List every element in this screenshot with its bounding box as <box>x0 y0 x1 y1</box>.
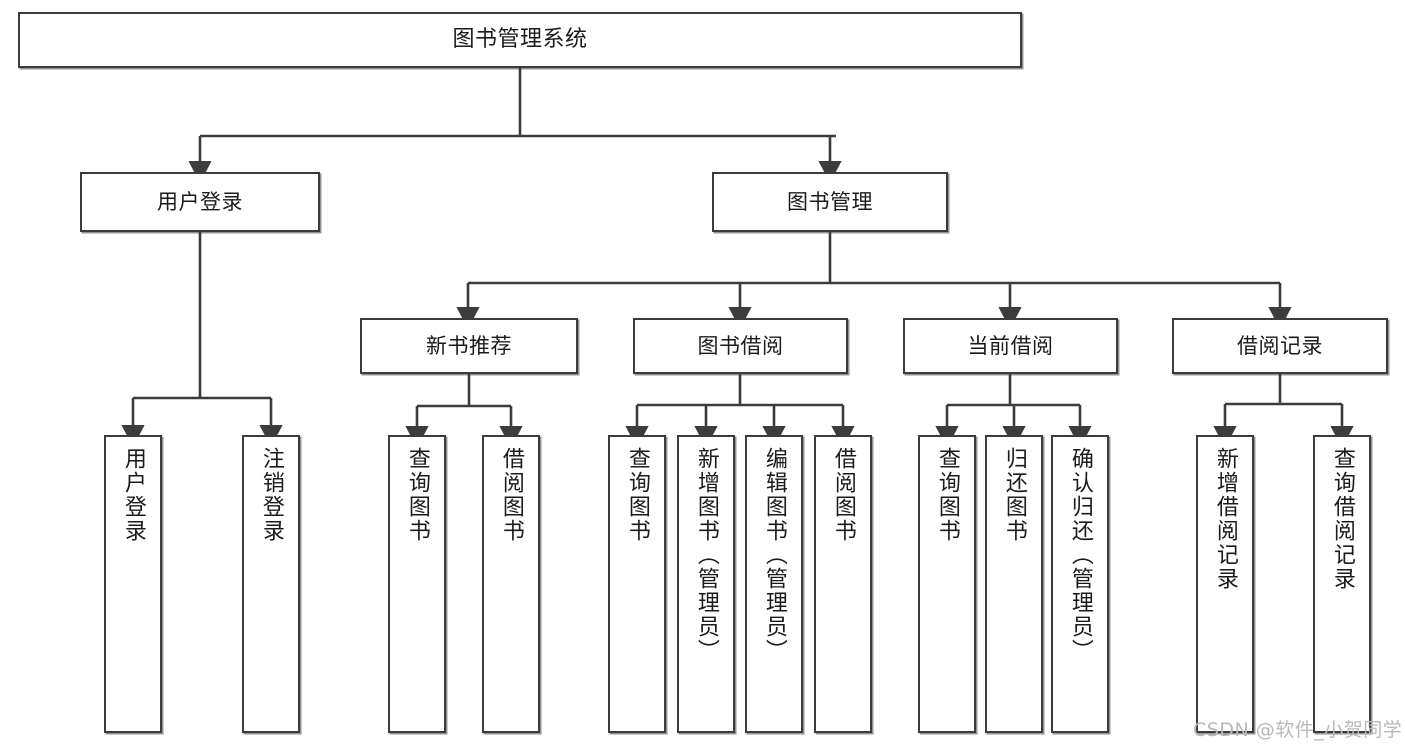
node-level3-new-book-recommend-label: 新书推荐 <box>426 333 512 358</box>
node-leaf-label: 查询借阅记录 <box>1329 447 1355 591</box>
node-leaf[interactable]: 编辑图书（管理员） <box>745 435 803 733</box>
node-level3-current-borrow-label: 当前借阅 <box>967 333 1054 358</box>
node-level2-book-management[interactable]: 图书管理 <box>712 172 948 232</box>
csdn-watermark: CSDN @软件_小贺同学 <box>1193 719 1403 741</box>
node-leaf-label: 查询图书 <box>404 447 430 543</box>
node-leaf[interactable]: 借阅图书 <box>814 435 872 733</box>
node-root-label: 图书管理系统 <box>452 27 588 53</box>
node-leaf[interactable]: 新增借阅记录 <box>1196 435 1254 733</box>
node-leaf-label: 确认归还（管理员） <box>1067 447 1093 663</box>
node-leaf[interactable]: 用户登录 <box>104 435 162 733</box>
node-leaf[interactable]: 借阅图书 <box>482 435 540 733</box>
node-leaf-label: 注销登录 <box>258 447 284 543</box>
node-leaf-label: 编辑图书（管理员） <box>761 447 787 663</box>
node-level3-book-borrow-label: 图书借阅 <box>697 333 784 358</box>
node-leaf-label: 归还图书 <box>1001 447 1027 543</box>
node-leaf-label: 查询图书 <box>624 447 650 543</box>
node-leaf-label: 用户登录 <box>120 447 146 543</box>
node-root[interactable]: 图书管理系统 <box>18 12 1022 68</box>
node-level2-user-login[interactable]: 用户登录 <box>80 172 320 232</box>
node-level3-borrow-record[interactable]: 借阅记录 <box>1172 318 1388 374</box>
node-leaf-label: 借阅图书 <box>830 447 856 543</box>
node-leaf-label: 查询图书 <box>934 447 960 543</box>
node-leaf[interactable]: 查询图书 <box>918 435 976 733</box>
node-leaf-label: 新增图书（管理员） <box>693 447 719 663</box>
node-level2-book-management-label: 图书管理 <box>787 189 873 214</box>
node-leaf[interactable]: 查询借阅记录 <box>1313 435 1371 733</box>
node-leaf[interactable]: 查询图书 <box>608 435 666 733</box>
node-level3-new-book-recommend[interactable]: 新书推荐 <box>360 318 578 374</box>
node-leaf-label: 新增借阅记录 <box>1212 447 1238 591</box>
node-leaf[interactable]: 注销登录 <box>242 435 300 733</box>
node-leaf-label: 借阅图书 <box>498 447 524 543</box>
node-leaf[interactable]: 新增图书（管理员） <box>677 435 735 733</box>
node-leaf[interactable]: 归还图书 <box>985 435 1043 733</box>
node-leaf[interactable]: 确认归还（管理员） <box>1051 435 1109 733</box>
node-level3-current-borrow[interactable]: 当前借阅 <box>903 318 1118 374</box>
node-level3-borrow-record-label: 借阅记录 <box>1237 333 1323 358</box>
node-leaf[interactable]: 查询图书 <box>388 435 446 733</box>
node-level3-book-borrow[interactable]: 图书借阅 <box>633 318 848 374</box>
node-level2-user-login-label: 用户登录 <box>157 189 243 214</box>
